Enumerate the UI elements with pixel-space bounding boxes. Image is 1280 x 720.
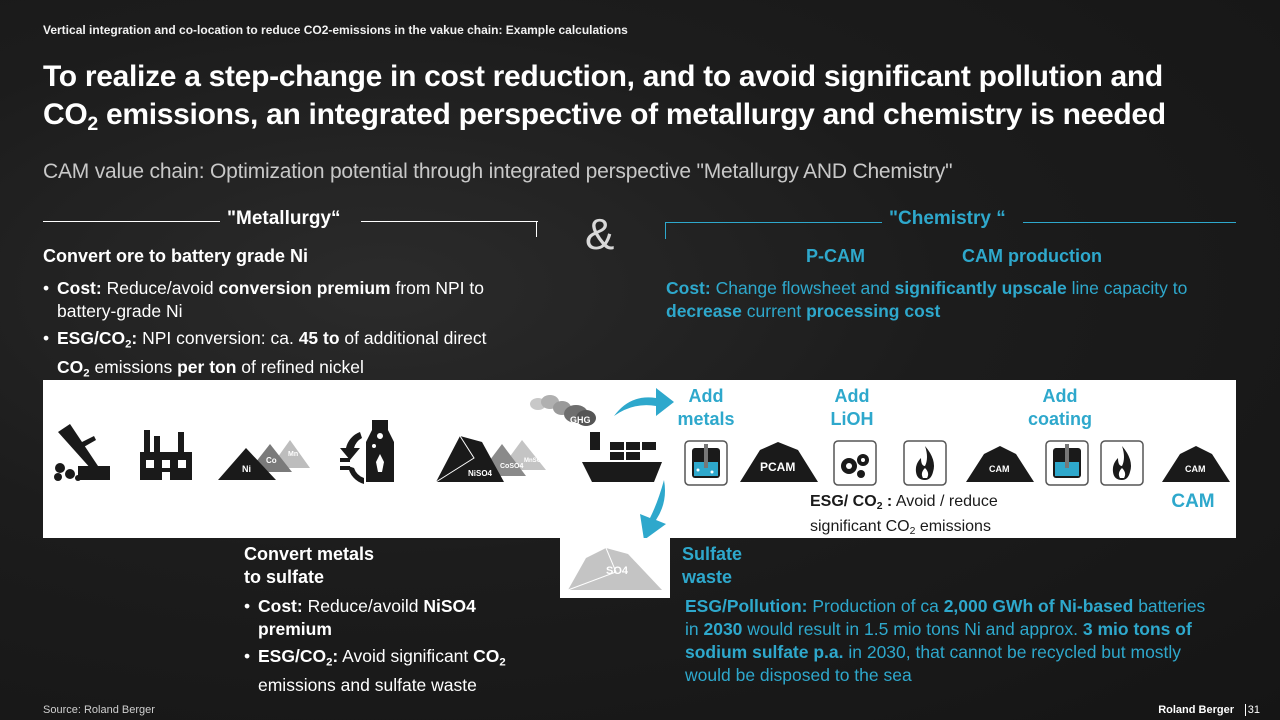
- ampersand: &: [585, 210, 615, 259]
- pcam-pile-icon: PCAM: [740, 442, 818, 482]
- metallurgy-rule-left: [43, 221, 220, 222]
- coating-mixer-icon: [1045, 440, 1089, 486]
- page-subtitle: CAM value chain: Optimization potential …: [43, 160, 953, 183]
- cargo-ship-icon: [582, 432, 662, 482]
- add-arrow-icon: [614, 388, 674, 416]
- cam-final-pile-label: CAM: [1185, 464, 1206, 474]
- metal-piles-icon: Ni Co Mn: [218, 440, 310, 480]
- so4-pile-icon: SO4: [567, 547, 662, 591]
- footer-source: Source: Roland Berger: [43, 704, 155, 716]
- coating-flame-icon: [1100, 440, 1144, 486]
- waste-arrow-icon: [640, 480, 666, 540]
- sulfation-process-icon: [340, 420, 394, 484]
- so4-label: SO4: [606, 565, 629, 577]
- chemistry-rule-right: [1023, 222, 1236, 223]
- brand-logo-text: Roland Berger: [1158, 704, 1234, 716]
- metallurgy-bullets: Cost: Reduce/avoid conversion premium fr…: [43, 277, 543, 390]
- metallurgy-heading: "Metallurgy“: [227, 208, 341, 229]
- ni-label: Ni: [242, 464, 251, 474]
- reactor-mixer-icon: [684, 440, 728, 486]
- metallurgy-rule-tick: [536, 221, 537, 237]
- chemistry-cost-text: Cost: Change flowsheet and significantly…: [666, 278, 1188, 321]
- chemistry-heading: "Chemistry “: [889, 208, 1006, 229]
- metallurgy-subheading: Convert ore to battery grade Ni: [43, 246, 309, 266]
- sulfate-piles-icon: NiSO4 CoSO4 MnSO4: [435, 435, 546, 483]
- top-label: Vertical integration and co-location to …: [43, 23, 628, 37]
- ghg-cloud-icon: GHG: [530, 395, 596, 426]
- mixing-gears-icon: [833, 440, 877, 486]
- coso4-label: CoSO4: [500, 463, 523, 470]
- calcination-flame-icon: [903, 440, 947, 486]
- cam-pile-label: CAM: [989, 464, 1010, 474]
- mining-pickaxe-icon: [54, 424, 110, 481]
- mnso4-label: MnSO4: [524, 458, 545, 464]
- pcam-heading: P-CAM: [806, 246, 865, 266]
- cam-production-heading: CAM production: [962, 246, 1102, 266]
- pcam-pile-label: PCAM: [760, 460, 795, 474]
- metallurgy-esg-bullet: ESG/CO2: NPI conversion: ca. 45 to of ad…: [43, 327, 543, 386]
- metallurgy-cost-bullet: Cost: Reduce/avoid conversion premium fr…: [43, 277, 543, 323]
- co-label: Co: [266, 456, 277, 465]
- metallurgy-rule-right: [361, 221, 538, 222]
- niso4-label: NiSO4: [468, 469, 493, 478]
- chemistry-rule-tick: [665, 223, 666, 239]
- cam-output-label: CAM: [1171, 491, 1215, 512]
- mn-label: Mn: [288, 451, 298, 458]
- page-title: To realize a step-change in cost reducti…: [43, 60, 1166, 135]
- sulfate-esg-bullet: ESG/CO2: Avoid significant CO2emissions …: [244, 645, 544, 697]
- footer-separator: [1245, 704, 1246, 716]
- page-number: 31: [1247, 704, 1260, 716]
- cam-final-pile-icon: CAM: [1162, 446, 1230, 482]
- factory-icon: [140, 430, 192, 480]
- ghg-label: GHG: [570, 415, 591, 425]
- cam-pile-icon: CAM: [966, 446, 1034, 482]
- chemistry-rule-left: [665, 222, 882, 223]
- esg-pollution-text: ESG/Pollution: Production of ca 2,000 GW…: [685, 596, 1206, 685]
